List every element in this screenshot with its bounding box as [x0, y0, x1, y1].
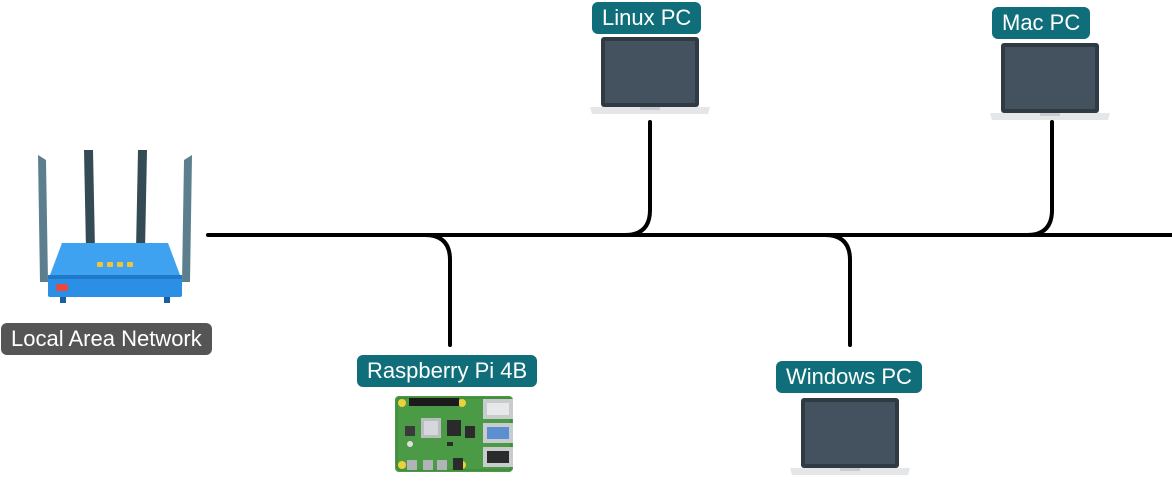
raspberry-pi-connection — [423, 233, 452, 347]
windows-pc-connection — [823, 233, 852, 347]
network-cabling — [206, 120, 1172, 347]
raspberry-pi-board-icon — [395, 396, 513, 472]
local-area-network-label: Local Area Network — [1, 323, 212, 355]
linux-pc-connection — [623, 120, 652, 237]
linux-pc-label: Linux PC — [592, 2, 702, 34]
windows-pc-label: Windows PC — [776, 361, 922, 393]
laptop-icon — [790, 398, 910, 475]
mac-pc-connection — [1025, 120, 1054, 237]
router-icon — [38, 150, 192, 303]
laptop-icon — [590, 37, 710, 114]
laptop-icon — [990, 43, 1110, 120]
raspberry-pi-label: Raspberry Pi 4B — [357, 355, 538, 387]
mac-pc-label: Mac PC — [992, 7, 1091, 39]
